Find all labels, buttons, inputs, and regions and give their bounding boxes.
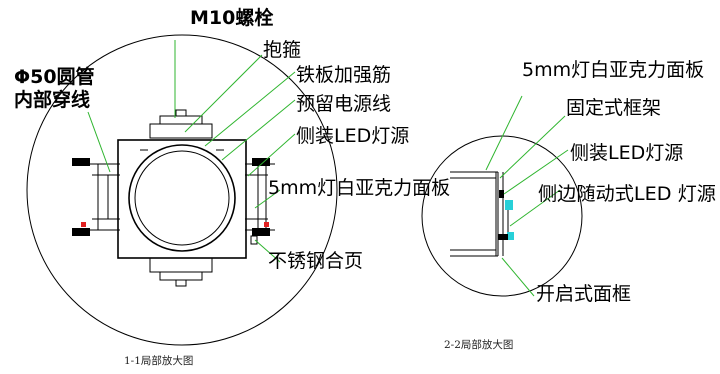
label-acrylic: 5mm灯白亚克力面板 <box>268 177 450 199</box>
label-r-led-follow: 侧边随动式LED 灯源 <box>538 183 716 205</box>
led-cyan-part <box>505 200 513 210</box>
detail-circle-right <box>421 135 583 297</box>
led-red-left <box>81 222 86 227</box>
led-red-right <box>264 222 269 227</box>
frame-profile <box>450 171 514 257</box>
detail-2-2: 5mm灯白亚克力面板 固定式框架 侧装LED灯源 侧边随动式LED 灯源 开启式… <box>421 59 716 351</box>
caption-right: 2-2局部放大图 <box>444 338 513 351</box>
label-hinge: 不锈钢合页 <box>268 250 363 272</box>
label-r-led-side: 侧装LED灯源 <box>570 142 683 164</box>
label-led-side: 侧装LED灯源 <box>296 125 409 147</box>
label-r-open-frame: 开启式面框 <box>536 283 631 305</box>
hinge-part <box>250 235 258 245</box>
label-r-acrylic: 5mm灯白亚克力面板 <box>522 59 704 81</box>
label-tube-line2: 内部穿线 <box>14 88 90 111</box>
leaders-right <box>485 95 569 297</box>
bolt-bottom <box>149 257 213 287</box>
caption-left: 1-1局部放大图 <box>124 354 193 367</box>
label-wire: 预留电源线 <box>296 93 391 115</box>
label-tube-line1: Φ50圆管 <box>14 65 95 88</box>
label-rib: 铁板加强筋 <box>296 64 391 86</box>
right-tube <box>245 158 275 245</box>
label-r-frame: 固定式框架 <box>566 97 661 119</box>
detail-circle-left <box>26 34 338 346</box>
label-clamp: 抱箍 <box>263 39 301 61</box>
left-tube <box>72 158 120 236</box>
label-bolt: M10螺栓 <box>190 6 273 29</box>
bolt-top <box>149 109 213 139</box>
leaders-left <box>87 40 296 263</box>
detail-1-1: M10螺栓 Φ50圆管 内部穿线 抱箍 铁板加强筋 预留电源线 侧装LED灯源 … <box>14 6 450 367</box>
led-cyan-part-2 <box>507 232 514 240</box>
clamp-body <box>117 139 247 259</box>
